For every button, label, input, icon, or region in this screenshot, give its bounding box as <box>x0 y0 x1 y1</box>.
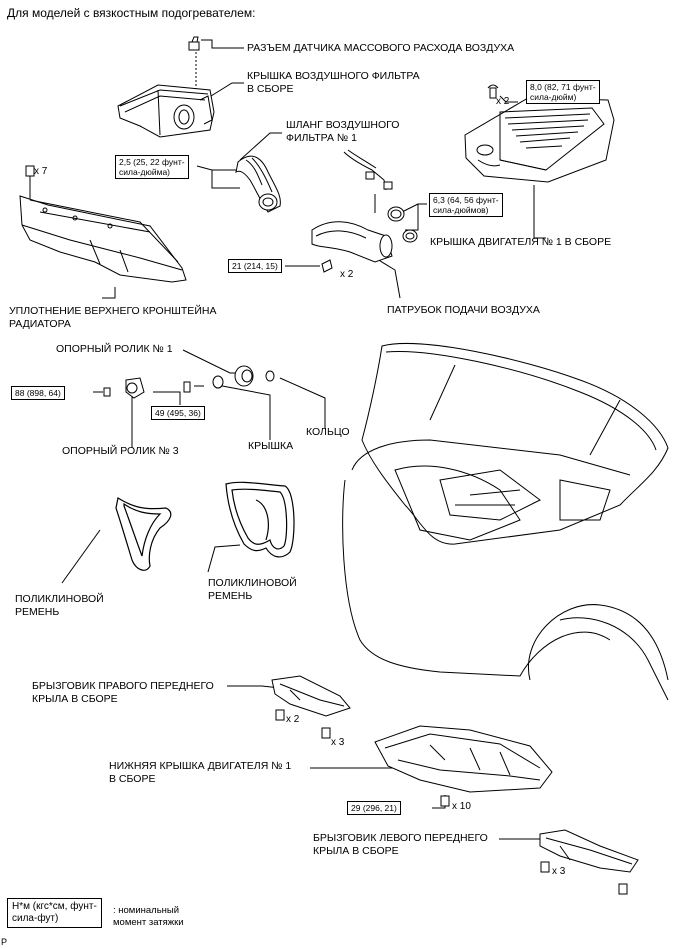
label-air-filter-hose: ШЛАНГ ВОЗДУШНОГО ФИЛЬТРА № 1 <box>286 119 400 144</box>
label-maf-connector: РАЗЪЕМ ДАТЧИКА МАССОВОГО РАСХОДА ВОЗДУХА <box>247 42 515 54</box>
engine-cover-icon <box>464 84 615 183</box>
label-lh-splash-shield: БРЫЗГОВИК ЛЕВОГО ПЕРЕДНЕГО КРЫЛА В СБОРЕ <box>313 832 488 857</box>
torque-hose-clamp: 2,5 (25, 22 фунт- сила-дюйма) <box>115 155 189 179</box>
torque-idler-1-bolt: 49 (495, 36) <box>151 406 205 420</box>
page-mark: P <box>1 937 8 947</box>
label-radiator-seal: УПЛОТНЕНИЕ ВЕРХНЕГО КРОНШТЕЙНА РАДИАТОРА <box>9 305 217 330</box>
label-air-filter-cover: КРЫШКА ВОЗДУШНОГО ФИЛЬТРА В СБОРЕ <box>247 70 420 95</box>
air-intake-pipe-icon <box>311 149 418 273</box>
belt-serpentine-icon <box>225 481 295 558</box>
torque-intake-clamp: 6,3 (64, 56 фунт- сила-дюймов) <box>429 193 503 217</box>
engine-under-cover-icon <box>374 725 553 807</box>
radiator-seal-icon <box>19 165 187 283</box>
qty-cover-nuts: x 2 <box>496 96 510 107</box>
maf-connector-icon <box>188 36 200 95</box>
label-under-cover: НИЖНЯЯ КРЫШКА ДВИГАТЕЛЯ № 1 В СБОРЕ <box>109 760 292 785</box>
label-belt-1: ПОЛИКЛИНОВОЙ РЕМЕНЬ <box>15 593 104 618</box>
label-cap: КРЫШКА <box>248 440 294 452</box>
qty-under-cover: x 10 <box>452 801 471 812</box>
label-air-intake: ПАТРУБОК ПОДАЧИ ВОЗДУХА <box>387 304 540 316</box>
idler-pulley-group <box>103 365 275 399</box>
legend-description: : номинальный момент затяжки <box>113 905 184 928</box>
label-ring: КОЛЬЦО <box>306 426 350 438</box>
torque-engine-cover-nut: 8,0 (82, 71 фунт- сила-дюйм) <box>526 80 600 104</box>
qty-lh-splash: x 3 <box>552 866 566 877</box>
page-heading: Для моделей с вязкостным подогревателем: <box>7 6 256 20</box>
lh-splash-shield-icon <box>539 829 639 895</box>
torque-under-cover-bolt: 29 (296, 21) <box>347 801 401 815</box>
air-filter-cover-icon <box>117 84 215 138</box>
label-idler-3: ОПОРНЫЙ РОЛИК № 3 <box>62 445 179 457</box>
qty-rh-splash-a: x 2 <box>286 714 300 725</box>
label-idler-1: ОПОРНЫЙ РОЛИК № 1 <box>56 343 173 355</box>
qty-rh-splash-b: x 3 <box>331 737 345 748</box>
label-belt-2: ПОЛИКЛИНОВОЙ РЕМЕНЬ <box>208 577 297 602</box>
vehicle-front-outline <box>342 343 669 701</box>
qty-intake-bolts: x 2 <box>340 269 354 280</box>
air-filter-hose-icon <box>235 155 281 213</box>
rh-splash-shield-icon <box>271 675 351 739</box>
torque-intake-bolt: 21 (214, 15) <box>228 259 282 273</box>
torque-idler-3-bolt: 88 (898, 64) <box>11 386 65 400</box>
belt-triangle-icon <box>115 497 172 571</box>
legend-torque-unit: Н*м (кгс*см, фунт- сила-фут) <box>7 898 102 928</box>
label-engine-cover: КРЫШКА ДВИГАТЕЛЯ № 1 В СБОРЕ <box>430 236 612 248</box>
qty-seal-clips: x 7 <box>34 166 48 177</box>
label-rh-splash-shield: БРЫЗГОВИК ПРАВОГО ПЕРЕДНЕГО КРЫЛА В СБОР… <box>32 680 214 705</box>
